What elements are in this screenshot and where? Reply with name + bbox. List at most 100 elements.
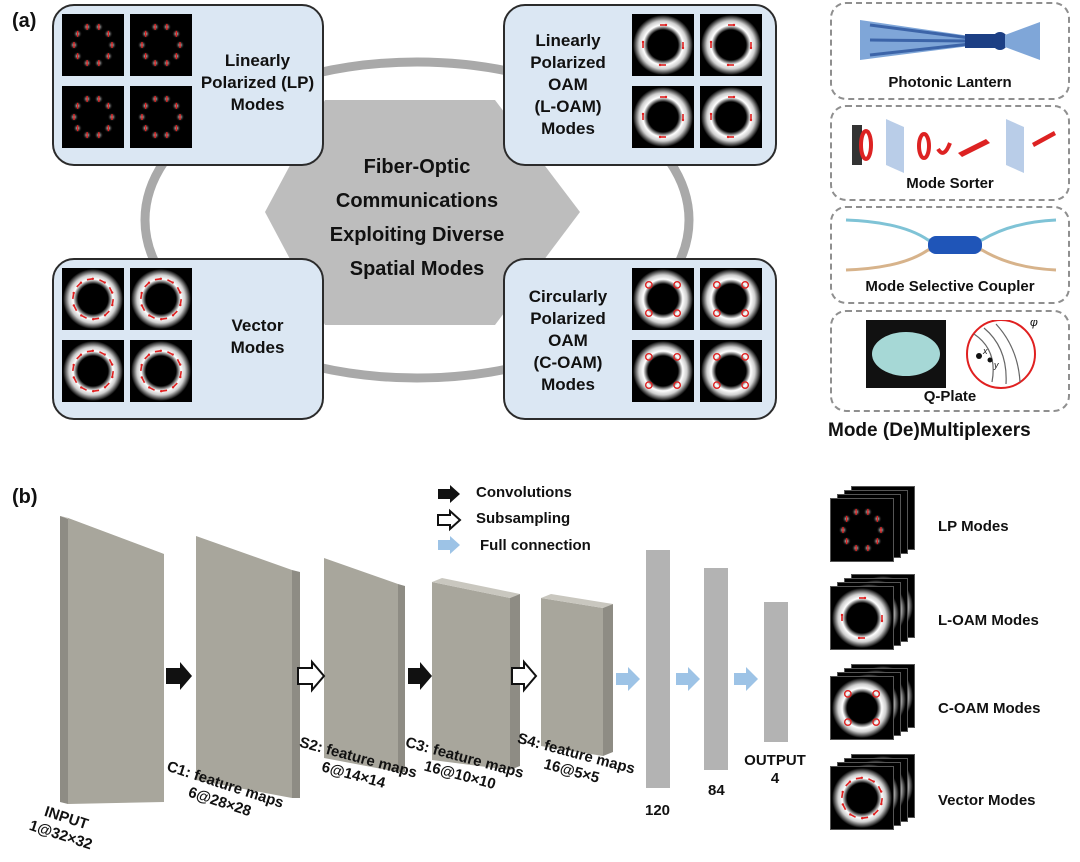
lp-line: Modes	[230, 95, 285, 114]
lp-mode-pattern	[831, 499, 893, 561]
vec-mode-pattern	[130, 340, 192, 402]
qplate-phi: φ	[1030, 320, 1038, 329]
output-l-oam-label: L-OAM Modes	[938, 612, 1039, 629]
sub-arrow-1	[297, 659, 326, 693]
lp-modes-label: Linearly Polarized (LP) Modes	[200, 50, 315, 116]
full-arrow-2	[676, 667, 700, 691]
output-label: OUTPUT 4	[740, 752, 810, 788]
panel-b-label: (b)	[12, 486, 38, 508]
coam-output-tile	[830, 676, 894, 740]
lp-mode-tile	[62, 86, 124, 148]
output-lp-label: LP Modes	[938, 518, 1009, 535]
mode-sorter-label: Mode Sorter	[906, 175, 994, 192]
dense-120-label: 120	[645, 802, 671, 819]
mode-sorter-box: Mode Sorter	[830, 105, 1070, 201]
loam-mode-tile	[632, 86, 694, 148]
legend-subsampling: Subsampling	[476, 510, 571, 527]
loam-mode-tile	[700, 86, 762, 148]
coam-mode-pattern	[632, 340, 694, 402]
vector-line: Modes	[230, 338, 285, 357]
loam-line: (L-OAM)	[534, 97, 602, 116]
coam-mode-tile	[700, 268, 762, 330]
sub-arrow-2	[511, 659, 538, 693]
vec-mode-pattern	[62, 268, 124, 330]
center-line: Spatial Modes	[349, 258, 485, 280]
loam-output-tile	[830, 586, 894, 650]
q-plate-label: Q-Plate	[923, 388, 977, 405]
coam-mode-tile	[632, 268, 694, 330]
legend-arrows	[437, 485, 462, 554]
coam-line: Modes	[541, 375, 595, 394]
mode-selective-coupler-box: Mode Selective Coupler	[830, 206, 1070, 304]
coam-line: OAM	[548, 331, 588, 350]
q-plate-illustration: x y φ	[866, 320, 1038, 389]
vec-mode-tile	[130, 268, 192, 330]
legend-full-arrow	[438, 536, 460, 554]
photonic-lantern-illustration	[860, 20, 1040, 60]
output-vector-label: Vector Modes	[938, 792, 1036, 809]
center-title: Fiber-Optic Communications Exploiting Di…	[292, 150, 542, 286]
coam-mode-pattern	[632, 268, 694, 330]
input-layer	[60, 516, 164, 804]
loam-mode-pattern	[831, 587, 893, 649]
lp-line: Linearly	[224, 51, 291, 70]
lp-mode-pattern	[130, 86, 192, 148]
output-name: OUTPUT	[744, 752, 806, 769]
lp-mode-tile	[130, 14, 192, 76]
vector-modes-label: Vector Modes	[200, 315, 315, 359]
panel-a-label: (a)	[12, 10, 37, 32]
full-arrow-1	[616, 667, 640, 691]
photonic-lantern-box: Photonic Lantern	[830, 2, 1070, 100]
lp-mode-grid	[62, 14, 196, 152]
loam-line: Linearly	[535, 31, 601, 50]
coam-mode-pattern	[700, 340, 762, 402]
vec-mode-pattern	[130, 268, 192, 330]
coam-mode-pattern	[831, 677, 893, 739]
vector-line: Vector	[231, 316, 284, 335]
coam-mode-pattern	[700, 268, 762, 330]
center-line: Fiber-Optic	[363, 156, 471, 178]
loam-mode-pattern	[632, 86, 694, 148]
vec-mode-pattern	[831, 767, 893, 829]
center-line: Communications	[335, 190, 499, 212]
photonic-lantern-label: Photonic Lantern	[888, 74, 1012, 91]
hexagon	[265, 100, 580, 325]
dense-84-label: 84	[708, 782, 725, 799]
coam-line: Polarized	[530, 309, 606, 328]
s4-layer	[541, 594, 613, 756]
legend-conv-arrow	[438, 485, 460, 503]
l-oam-mode-grid	[632, 14, 766, 152]
coam-mode-tile	[632, 340, 694, 402]
mode-demultiplexers-title: Mode (De)Multiplexers	[828, 420, 1031, 441]
loam-mode-tile	[632, 14, 694, 76]
lp-mode-pattern	[62, 86, 124, 148]
loam-line: Modes	[541, 119, 595, 138]
l-oam-modes-label: Linearly Polarized OAM (L-OAM) Modes	[512, 30, 624, 140]
loam-mode-pattern	[700, 14, 762, 76]
cnn-diagram	[60, 516, 788, 804]
lp-mode-pattern	[130, 14, 192, 76]
qplate-y: y	[993, 360, 999, 370]
full-arrow-3	[734, 667, 758, 691]
vector-mode-grid	[62, 268, 196, 406]
lp-output-tile	[830, 498, 894, 562]
vec-mode-pattern	[62, 340, 124, 402]
coam-line: Circularly	[528, 287, 608, 306]
c3-layer	[432, 578, 520, 770]
dense-84	[704, 568, 728, 770]
c-oam-mode-grid	[632, 268, 766, 406]
coupler-illustration	[845, 218, 1057, 272]
lp-line: Polarized (LP)	[200, 73, 315, 92]
vec-mode-tile	[62, 268, 124, 330]
conv-arrow-1	[166, 662, 192, 690]
mode-ring	[140, 57, 694, 383]
conv-arrow-2	[408, 662, 432, 690]
loam-line: Polarized	[530, 53, 606, 72]
dense-120	[646, 550, 670, 788]
loam-line: OAM	[548, 75, 588, 94]
loam-mode-tile	[700, 14, 762, 76]
central-diagram	[140, 57, 694, 383]
c1-layer	[196, 536, 300, 798]
loam-mode-pattern	[632, 14, 694, 76]
coam-line: (C-OAM)	[533, 353, 603, 372]
